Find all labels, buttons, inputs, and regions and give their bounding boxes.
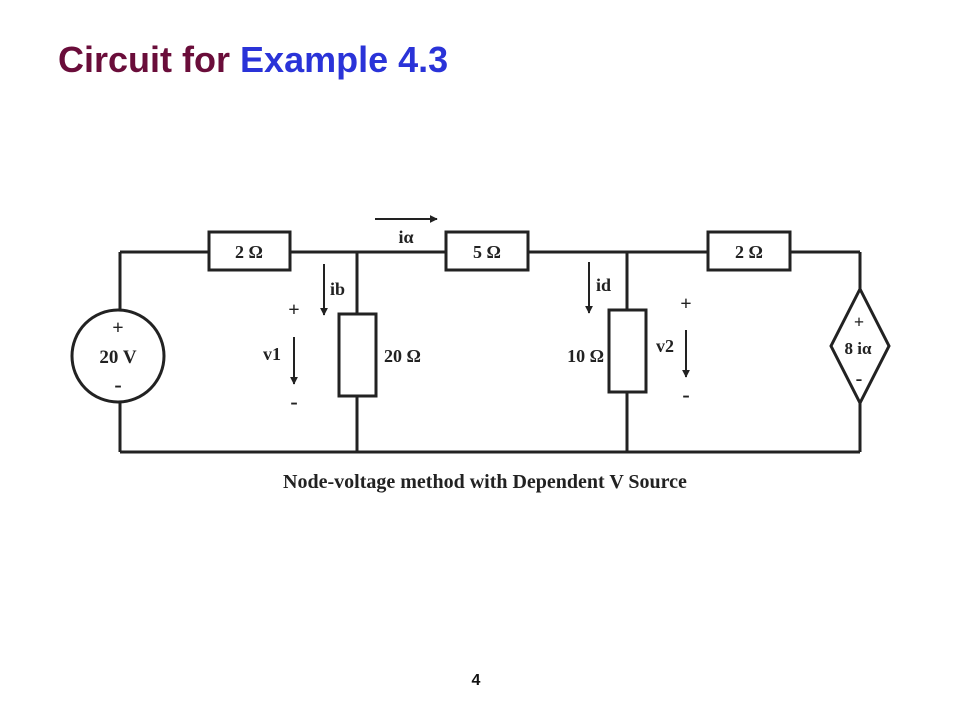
resistor-10ohm-label: 10 Ω <box>567 346 604 366</box>
voltage-source-minus: - <box>114 372 121 397</box>
current-id-label: id <box>596 275 611 295</box>
page-number: 4 <box>471 672 481 689</box>
voltage-v1-minus: - <box>290 389 297 414</box>
current-ia: iα <box>375 215 438 247</box>
current-ia-label: iα <box>398 227 413 247</box>
dependent-source-value: 8 iα <box>845 339 872 358</box>
resistor-5ohm: 5 Ω <box>444 230 530 272</box>
title-prefix: Circuit for <box>58 39 231 80</box>
resistor-5ohm-label: 5 Ω <box>473 242 501 262</box>
voltage-v2-label: v2 <box>656 336 674 356</box>
current-id: id <box>585 262 611 314</box>
resistor-20ohm-label: 20 Ω <box>384 346 421 366</box>
current-ib-label: ib <box>330 279 345 299</box>
title-example-number: Example 4.3 <box>240 39 449 80</box>
resistor-10ohm: 10 Ω <box>567 308 648 394</box>
circuit-wires <box>118 250 862 454</box>
current-ib: ib <box>320 264 345 316</box>
voltage-v2-minus: - <box>682 382 689 407</box>
dependent-source-minus: - <box>856 368 863 390</box>
voltage-source-plus: + <box>112 317 123 339</box>
resistor-2ohm-right-label: 2 Ω <box>735 242 763 262</box>
voltage-v2: + v2 - <box>656 293 692 407</box>
voltage-v1-plus: + <box>288 299 299 321</box>
resistor-2ohm-left-label: 2 Ω <box>235 242 263 262</box>
voltage-source-value: 20 V <box>99 347 136 368</box>
voltage-v1: + v1 - <box>263 299 300 414</box>
voltage-v1-label: v1 <box>263 344 281 364</box>
voltage-source-20v: + 20 V - <box>70 308 166 404</box>
circuit-caption: Node-voltage method with Dependent V Sou… <box>283 471 687 493</box>
dependent-voltage-source: + 8 iα - <box>829 285 891 407</box>
voltage-v2-plus: + <box>680 293 691 315</box>
resistor-2ohm-right: 2 Ω <box>706 230 792 272</box>
resistor-2ohm-left: 2 Ω <box>207 230 292 272</box>
page-title: Circuit for Example 4.3 <box>58 38 448 82</box>
dependent-source-plus: + <box>854 312 864 332</box>
resistor-20ohm: 20 Ω <box>337 312 421 398</box>
